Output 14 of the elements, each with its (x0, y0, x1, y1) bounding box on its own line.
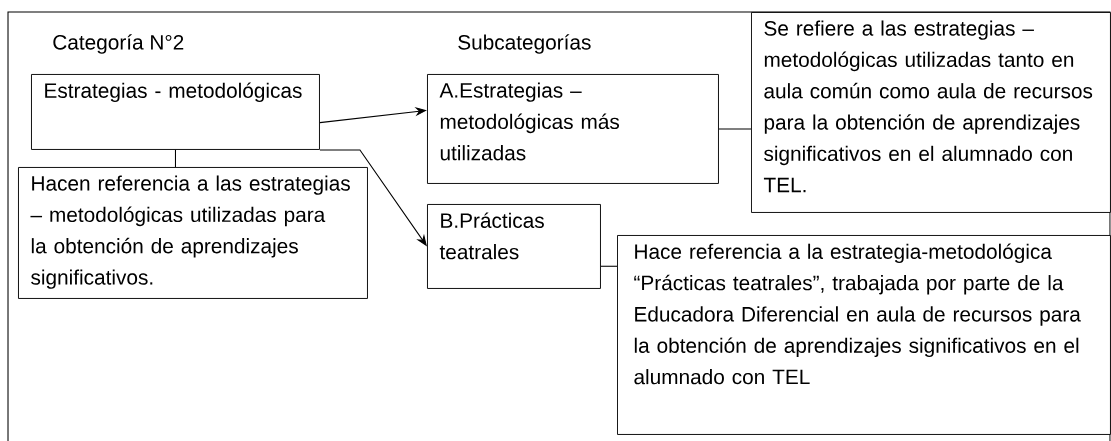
connector-line (600, 265, 618, 267)
connector-line (718, 128, 752, 130)
text-box: B.Prácticas teatrales (427, 204, 601, 289)
arrow (319, 107, 427, 124)
text-box: A.Estrategias – metodológicas más utilizadas (427, 74, 719, 184)
node-label: Se refiere a las estrategias – metodológicas utilizadas tanto en aula común como aula de recursos para la obtención de aprendizajes significativos en el alumnado con TEL. (763, 20, 1093, 193)
text-box: Se refiere a las estrategias – metodológicas utilizadas tanto en aula común como aula de recursos para la obtención de aprendizajes significativos en el alumnado con TEL. (751, 12, 1111, 213)
text-box: Hace referencia a la estrategia-metodológica “Prácticas teatrales”, trabajada por parte de la Educadora Diferencial en aula de recursos para la obtención de aprendizajes significativos en el alumnado con TEL (617, 235, 1111, 435)
heading: Categoría N°2 (53, 34, 184, 54)
text-box: Estrategias - metodológicas (31, 74, 320, 150)
connector-line (174, 149, 176, 168)
heading: Subcategorías (458, 34, 591, 54)
node-label: Hace referencia a la estrategia-metodológica “Prácticas teatrales”, trabajada por parte de la Educadora Diferencial en aula de recursos para la obtención de aprendizajes significativos en el alumnado con TEL (634, 243, 1081, 385)
text-box: Hacen referencia a las estrategias – metodológicas utilizadas para la obtención de aprendizajes significativos. (18, 167, 368, 299)
